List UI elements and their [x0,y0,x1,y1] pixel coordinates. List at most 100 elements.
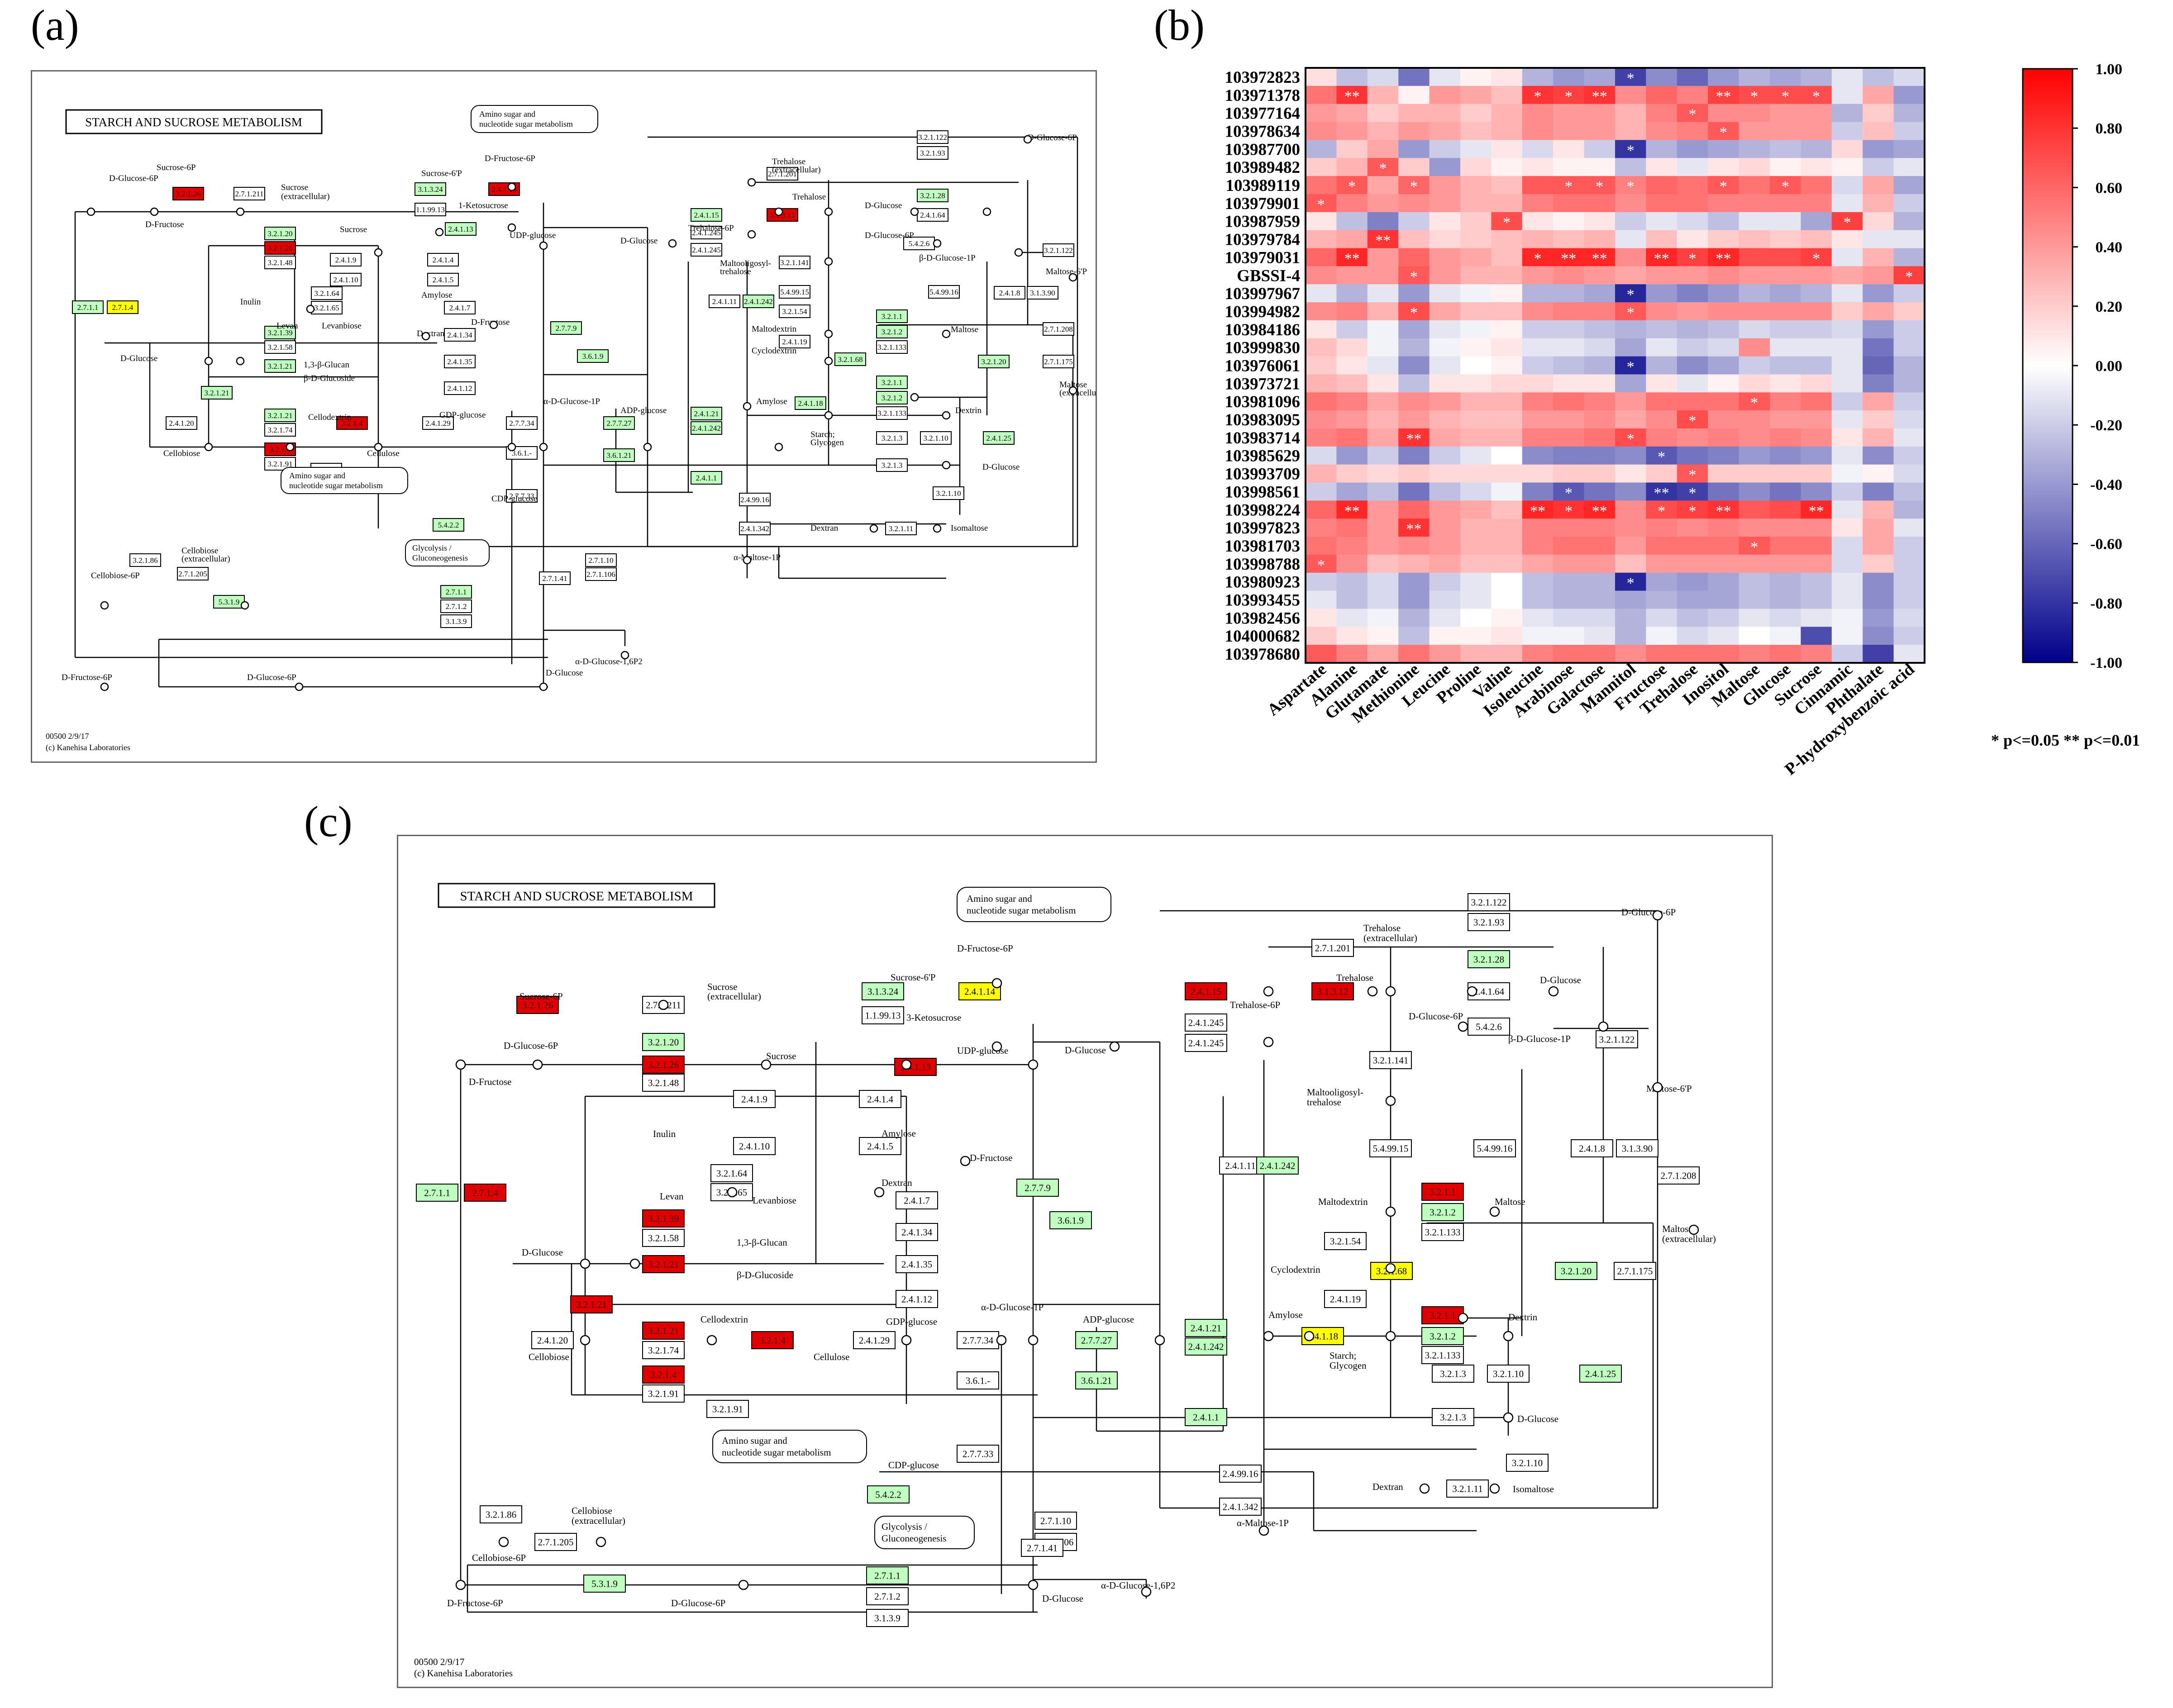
enzyme-box[interactable]: 2.4.1.29 [422,416,454,430]
enzyme-box[interactable]: 2.4.1.18 [795,396,826,410]
enzyme-box[interactable]: 2.4.1.9 [330,253,362,266]
enzyme-box[interactable]: 3.2.1.21 [201,386,233,400]
enzyme-box[interactable]: 2.7.1.41 [539,571,571,585]
enzyme-box[interactable]: 3.2.1.2 [876,391,908,404]
enzyme-box[interactable]: 5.3.1.9 [583,1575,626,1593]
enzyme-box[interactable]: 2.4.1.34 [444,328,476,342]
enzyme-box[interactable]: 3.1.3.9 [440,614,472,628]
enzyme-box[interactable]: 3.2.1.64 [710,1164,753,1182]
enzyme-box[interactable]: 3.2.1.2 [1421,1203,1464,1221]
enzyme-box[interactable]: 2.7.1.1 [440,585,472,599]
enzyme-box[interactable]: 2.7.1.1 [866,1566,909,1584]
enzyme-box[interactable]: 2.7.1.2 [440,599,472,613]
enzyme-box[interactable]: 3.2.1.122 [917,130,948,144]
enzyme-box[interactable]: 5.4.2.2 [867,1485,910,1503]
enzyme-box[interactable]: 3.2.1.10 [1487,1365,1530,1383]
enzyme-box[interactable]: 3.1.3.24 [415,182,446,196]
enzyme-box[interactable]: 2.4.99.16 [739,493,771,506]
enzyme-box[interactable]: 2.4.1.242 [1185,1337,1227,1356]
enzyme-box[interactable]: 3.2.1.4 [642,1365,685,1384]
enzyme-box[interactable]: 2.4.1.242 [691,421,722,435]
enzyme-box[interactable]: 3.2.1.28 [917,189,948,202]
enzyme-box[interactable]: 2.4.1.64 [917,208,948,222]
enzyme-box[interactable]: 3.2.1.39 [642,1209,685,1227]
enzyme-box[interactable]: 3.2.1.21 [570,1295,613,1313]
enzyme-box[interactable]: 2.4.1.35 [444,355,476,368]
enzyme-box[interactable]: 2.4.1.7 [444,301,476,314]
enzyme-box[interactable]: 2.4.1.12 [444,381,476,395]
enzyme-box[interactable]: 3.1.3.9 [866,1609,909,1627]
enzyme-box[interactable]: 2.4.1.8 [1571,1139,1613,1157]
enzyme-box[interactable]: 3.2.1.122 [1043,243,1074,257]
enzyme-box[interactable]: 3.2.1.20 [978,355,1010,368]
enzyme-box[interactable]: 2.4.1.21 [1185,1319,1227,1337]
enzyme-box[interactable]: 2.4.1.35 [896,1255,938,1273]
enzyme-box[interactable]: 2.7.7.33 [957,1445,999,1463]
enzyme-box[interactable]: 3.6.1.9 [577,349,609,363]
enzyme-box[interactable]: 2.4.1.245 [691,226,722,239]
enzyme-box[interactable]: 2.4.1.4 [427,253,459,266]
enzyme-box[interactable]: 2.7.1.211 [234,187,265,200]
enzyme-box[interactable]: 3.2.1.21 [264,359,296,373]
enzyme-box[interactable]: 3.2.1.133 [1421,1346,1464,1364]
enzyme-box[interactable]: 2.7.7.34 [506,416,538,430]
enzyme-box[interactable]: 2.4.1.21 [691,407,722,420]
enzyme-box[interactable]: 2.4.1.64 [1468,982,1510,1000]
enzyme-box[interactable]: 2.4.1.8 [994,286,1025,300]
enzyme-box[interactable]: 2.4.1.242 [1256,1156,1299,1175]
enzyme-box[interactable]: 3.2.1.74 [264,423,296,437]
enzyme-box[interactable]: 3.2.1.133 [876,340,908,354]
enzyme-box[interactable]: 3.2.1.2 [1421,1327,1464,1345]
enzyme-box[interactable]: 3.2.1.1 [1421,1183,1464,1201]
enzyme-box[interactable]: 3.6.1.- [506,446,538,460]
enzyme-box[interactable]: 5.4.99.16 [1473,1139,1516,1157]
enzyme-box[interactable]: 3.2.1.86 [129,553,161,567]
enzyme-box[interactable]: 3.2.1.28 [1468,950,1510,968]
enzyme-box[interactable]: 2.7.1.106 [585,567,617,581]
enzyme-box[interactable]: 5.4.2.6 [903,237,935,250]
enzyme-box[interactable]: 2.4.1.12 [896,1290,938,1308]
enzyme-box[interactable]: 3.2.1.26 [264,241,296,255]
enzyme-box[interactable]: 2.7.1.1 [416,1184,458,1202]
enzyme-box[interactable]: 2.4.1.19 [1324,1290,1367,1308]
enzyme-box[interactable]: 5.4.99.16 [928,285,960,299]
enzyme-box[interactable]: 2.7.1.4 [464,1184,506,1202]
enzyme-box[interactable]: 3.1.3.90 [1616,1139,1658,1157]
enzyme-box[interactable]: 2.4.1.1 [691,471,722,485]
enzyme-box[interactable]: 5.4.99.15 [1369,1139,1412,1157]
enzyme-box[interactable]: 3.2.1.3 [876,458,908,472]
enzyme-box[interactable]: 3.2.1.21 [642,1322,685,1340]
enzyme-box[interactable]: 3.2.1.21 [264,409,296,422]
enzyme-box[interactable]: 3.2.1.58 [264,340,296,354]
enzyme-box[interactable]: 2.4.1.25 [983,431,1015,445]
enzyme-box[interactable]: 3.6.1.9 [1049,1211,1092,1229]
enzyme-box[interactable]: 5.4.2.6 [1468,1018,1510,1036]
enzyme-box[interactable]: 3.2.1.122 [1468,893,1510,911]
enzyme-box[interactable]: 3.2.1.10 [920,431,952,445]
enzyme-box[interactable]: 2.4.1.10 [733,1137,776,1155]
enzyme-box[interactable]: 3.2.1.26 [642,1056,685,1074]
enzyme-box[interactable]: 2.7.1.205 [534,1533,577,1551]
enzyme-box[interactable]: 3.2.1.3 [876,431,908,445]
enzyme-box[interactable]: 3.2.1.1 [1421,1306,1464,1324]
enzyme-box[interactable]: 1.1.99.13 [415,203,446,216]
enzyme-box[interactable]: 2.4.1.245 [1185,1034,1227,1052]
enzyme-box[interactable]: 5.3.1.9 [213,595,245,609]
enzyme-box[interactable]: 2.7.1.208 [1657,1166,1700,1185]
enzyme-box[interactable]: 3.2.1.10 [933,486,964,500]
enzyme-box[interactable]: 2.7.7.27 [603,416,635,430]
enzyme-box[interactable]: 3.2.1.4 [336,416,368,430]
enzyme-box[interactable]: 2.7.1.201 [1311,939,1354,957]
enzyme-box[interactable]: 2.4.1.7 [896,1191,938,1209]
enzyme-box[interactable]: 2.4.1.245 [691,243,722,257]
enzyme-box[interactable]: 2.4.1.9 [733,1090,776,1108]
enzyme-box[interactable]: 3.2.1.86 [480,1505,522,1523]
enzyme-box[interactable]: 3.2.1.26 [516,996,559,1014]
enzyme-box[interactable]: 2.4.1.13 [894,1058,937,1076]
enzyme-box[interactable]: 3.2.1.10 [1506,1454,1549,1472]
enzyme-box[interactable]: 3.2.1.65 [311,301,343,314]
enzyme-box[interactable]: 3.2.1.20 [642,1033,685,1051]
enzyme-box[interactable]: 2.4.1.4 [859,1090,901,1108]
enzyme-box[interactable]: 2.7.1.41 [1021,1539,1063,1557]
enzyme-box[interactable]: 2.4.1.20 [531,1331,574,1349]
